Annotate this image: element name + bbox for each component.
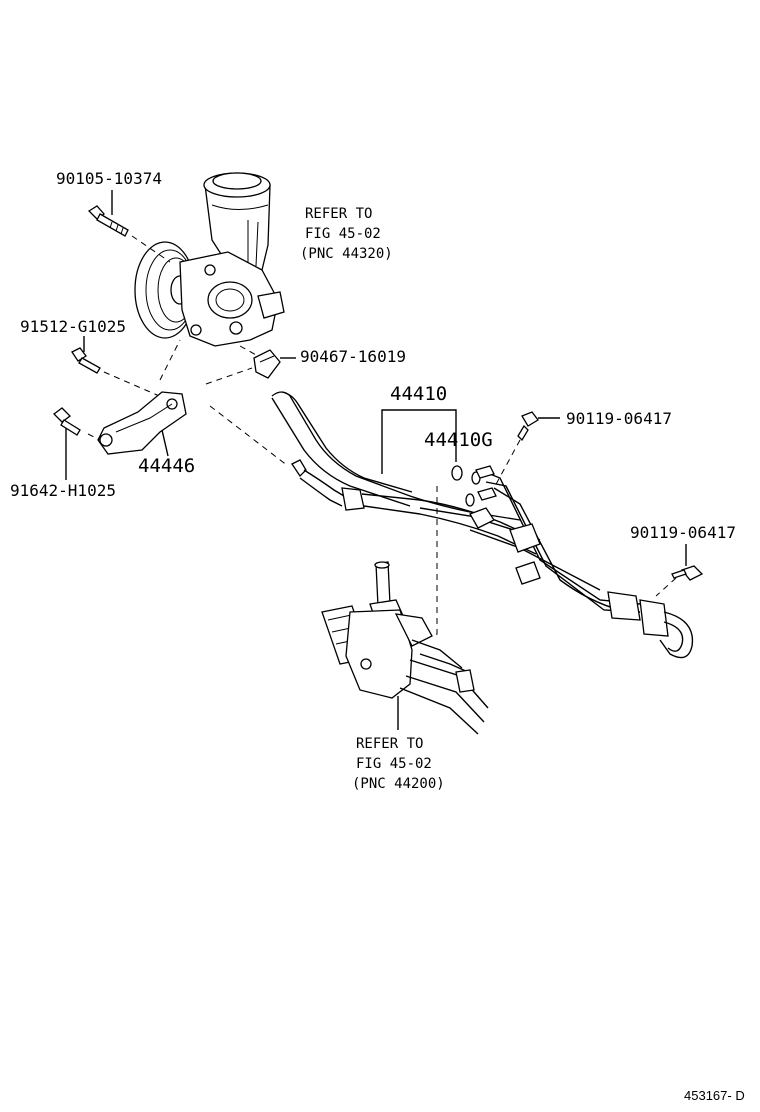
bolt-top-icon (87, 205, 129, 237)
pump-reservoir-icon (203, 172, 271, 271)
label-bolt-bottom: 91642-H1025 (10, 481, 116, 500)
hose-pump-guide (209, 405, 289, 467)
label-refer-rack-3: (PNC 44200) (352, 776, 445, 792)
bolt-bottom-icon (53, 407, 81, 436)
label-refer-rack-2: FIG 45-02 (356, 756, 432, 772)
label-refer-rack-1: REFER TO (356, 736, 423, 752)
steering-lines-icon (419, 465, 694, 659)
bolt-left-icon (71, 347, 101, 374)
pump-body-icon (179, 251, 285, 347)
bracket-icon (97, 391, 187, 455)
label-union-bolt-1: 90119-06417 (566, 409, 672, 428)
hose-clamp-icon (253, 349, 281, 379)
union-bolt-right-icon (671, 565, 704, 581)
label-union-bolt-2: 90119-06417 (630, 523, 736, 542)
pressure-hose-icon (291, 459, 541, 555)
label-bracket: 44446 (138, 455, 195, 477)
return-tube-icon (271, 391, 521, 521)
union-bolt-top-icon (517, 411, 539, 442)
label-hose-sub: 44410G (424, 429, 493, 451)
label-bolt-left: 91512-G1025 (20, 317, 126, 336)
label-refer-pump-2: FIG 45-02 (305, 226, 381, 242)
steering-rack-icon (321, 561, 489, 735)
bolt-bottom-guide (87, 433, 101, 441)
gasket-rack-guide (431, 486, 438, 637)
label-refer-pump-1: REFER TO (305, 206, 372, 222)
clamp-pump-guide (239, 345, 259, 357)
union-bolt-top-guide (493, 439, 521, 489)
bolt-left-guide (103, 371, 165, 399)
bolt-top-guide (131, 235, 171, 263)
hose-leader (381, 409, 457, 474)
union-bolt-right-guide (655, 577, 677, 597)
label-bolt-top: 90105-10374 (56, 169, 162, 188)
gasket-icon (451, 465, 463, 481)
label-hose-assy: 44410 (390, 383, 447, 405)
label-refer-pump-3: (PNC 44320) (300, 246, 393, 262)
bracket-leader (161, 429, 169, 457)
label-clamp: 90467-16019 (300, 347, 406, 366)
clamp-guide (205, 367, 253, 385)
bracket-pump-guide (159, 339, 181, 381)
drawing-code: 453167- D (684, 1088, 745, 1103)
